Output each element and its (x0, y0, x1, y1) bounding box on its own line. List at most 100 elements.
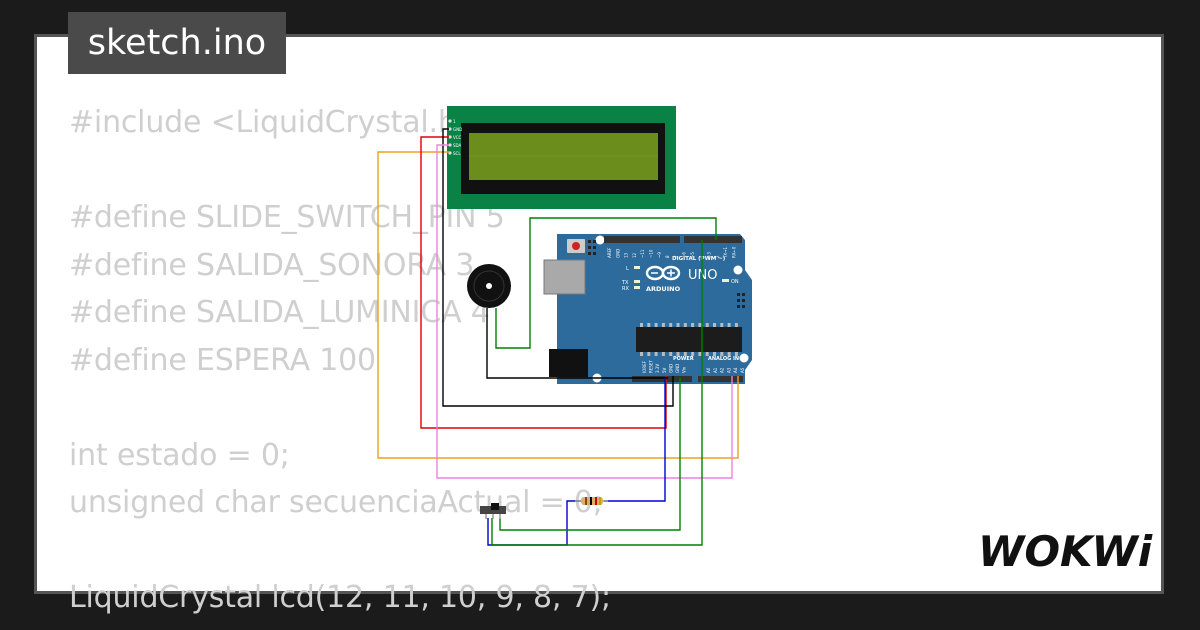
uno-logo-text: UNO (688, 268, 717, 283)
pin-label: A1 (713, 367, 718, 373)
chip-leg (691, 323, 695, 327)
wire-orange (377, 151, 739, 459)
led-on (722, 279, 729, 282)
buzzer[interactable] (467, 264, 511, 308)
pin-label: RX←0 (732, 246, 737, 258)
pin-label: A5 (740, 367, 745, 373)
lcd-pin-vcc: VCC (453, 135, 462, 140)
arduino-infinity-logo-icon (645, 265, 681, 281)
code-line: LiquidCrystal lcd(12, 11, 10, 9, 8, 7); (69, 580, 611, 615)
pin-label: 5V (662, 367, 667, 373)
code-line: #define SLIDE_SWITCH_PIN 5 (69, 200, 505, 235)
lcd-pin-sda: SDA (453, 143, 462, 148)
chip-leg (640, 352, 643, 356)
led-tx-label: TX (621, 280, 629, 286)
chip-leg (705, 352, 709, 356)
pin-label: GND (615, 249, 620, 258)
wokwi-logo-text: WOKWi (978, 527, 1153, 576)
pin-label: RESET (649, 360, 654, 373)
pin-label: Vin (682, 366, 687, 373)
chip-leg (713, 323, 716, 327)
chip-leg (676, 352, 680, 356)
buzzer-center-icon (486, 283, 492, 289)
digital-header-left (604, 236, 680, 243)
pin-label: ~5 (690, 252, 695, 258)
mount-hole-icon (739, 353, 749, 363)
chip-leg (698, 323, 702, 327)
pin-label: A4 (733, 367, 738, 373)
wokwi-logo: WOKWi (978, 527, 1153, 576)
pin-label: AREF (607, 247, 612, 258)
pin-label: 13 (624, 252, 629, 258)
chip-leg (683, 352, 687, 356)
usb-port (543, 259, 586, 295)
chip-leg (676, 323, 680, 327)
chip-leg (720, 352, 724, 356)
chip-leg (691, 352, 695, 356)
led-tx (634, 280, 640, 283)
dc-power-jack (549, 349, 588, 377)
chip-leg (683, 323, 687, 327)
code-line: #define ESPERA 100 (69, 342, 376, 378)
chip-leg (720, 323, 724, 327)
chip-leg (727, 352, 731, 356)
file-tab[interactable]: sketch.ino (68, 12, 286, 74)
led-on-label: ON (731, 279, 739, 285)
code-line: unsigned char secuenciaActual = 0; (69, 485, 603, 520)
pin-label: ~3 (707, 252, 712, 258)
resistor[interactable] (575, 497, 608, 505)
wires (377, 128, 739, 546)
chip-leg (698, 352, 702, 356)
chip-leg (727, 323, 731, 327)
led-l-label: L (626, 266, 629, 272)
pin-label: 2 (715, 255, 720, 258)
pin-label: ~11 (640, 249, 645, 258)
power-label: POWER (673, 356, 694, 362)
chip-leg (661, 323, 665, 327)
lcd-pin-1: 1 (453, 119, 456, 124)
lcd-pin-header: 1 GND VCC SDA SCL (448, 119, 462, 156)
code-line: #include <LiquidCrystal.h> (69, 105, 482, 140)
analog-label: ANALOG IN (708, 356, 739, 362)
digital-header-right (684, 236, 742, 243)
pin-label: GND (668, 364, 673, 373)
wire-blue-resistor (604, 378, 666, 502)
code-line: int estado = 0; (69, 437, 290, 473)
pin-label: ~10 (649, 249, 654, 258)
pin-label: TX→1 (723, 246, 728, 259)
chip-leg (654, 323, 658, 327)
code-line: #define SALIDA_SONORA 3 (69, 247, 475, 283)
wire-green-switch (499, 378, 681, 531)
led-rx-label: RX (622, 286, 629, 292)
arduino-brand-text: ARDUINO (646, 285, 681, 293)
chip-leg (654, 352, 658, 356)
chip-leg (713, 352, 716, 356)
pin-label: IOREF (642, 360, 647, 373)
chip-leg (647, 352, 651, 356)
chip-leg (661, 352, 665, 356)
power-header (632, 376, 692, 382)
lcd-pin-gnd: GND (453, 127, 462, 132)
pin-label: GND (675, 364, 680, 373)
mount-hole-icon (733, 265, 743, 275)
pin-label: 8 (665, 255, 670, 258)
pin-label: A0 (706, 367, 711, 373)
pin-label: A2 (720, 367, 725, 373)
led-l (634, 266, 640, 269)
slide-switch-handle[interactable] (491, 503, 499, 510)
analog-header (698, 376, 743, 382)
chip-leg (647, 323, 651, 327)
wire-pink (436, 144, 733, 479)
wire-black-buzzer (486, 308, 668, 379)
lcd-display[interactable]: 1 GND VCC SDA SCL (447, 106, 676, 209)
pin-label: ~6 (682, 252, 687, 258)
pin-label: 3.3V (655, 364, 660, 373)
reset-button-icon (572, 242, 580, 250)
slide-switch[interactable] (480, 503, 506, 519)
atmega-chip (636, 323, 742, 356)
